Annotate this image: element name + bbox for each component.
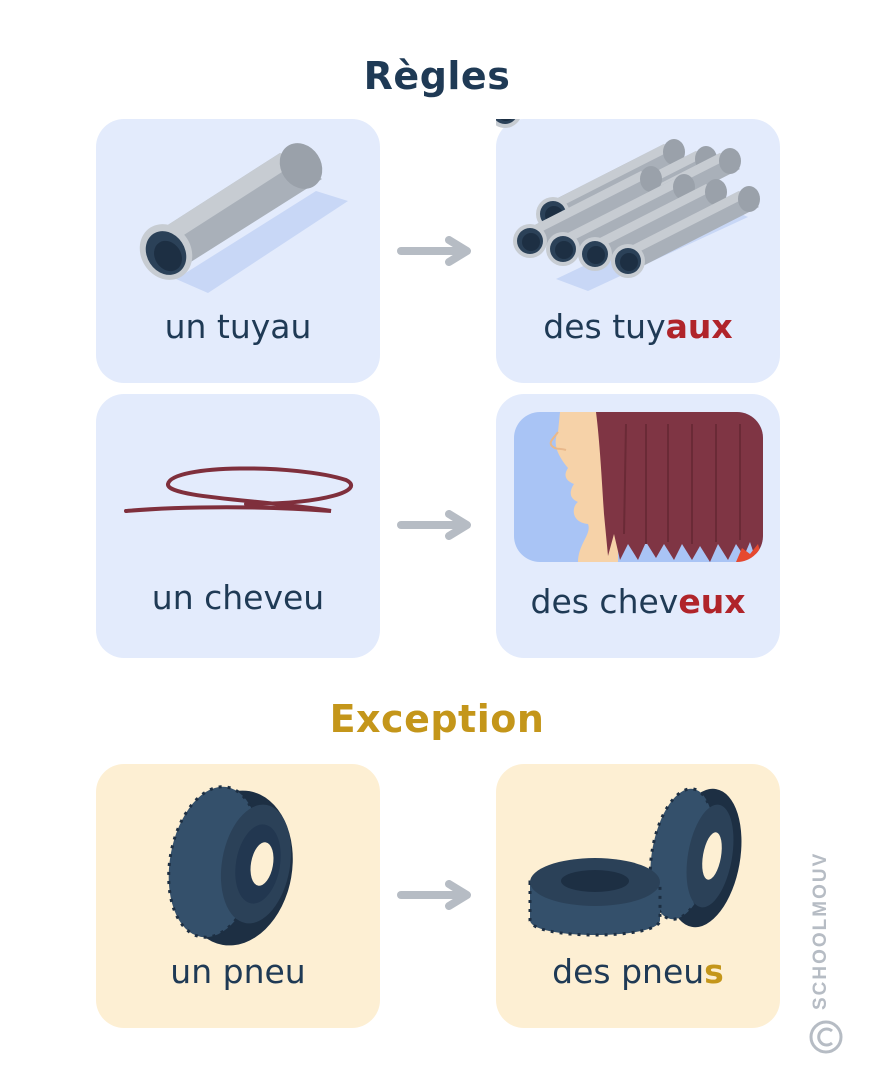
card-plural-tuyaux: des tuyaux (496, 119, 780, 383)
card-singular-cheveu: un cheveu (96, 394, 380, 658)
plural-suffix: eux (678, 582, 746, 621)
singular-label: un tuyau (164, 307, 312, 346)
hair-profile-icon (514, 412, 763, 562)
arrow-icon (397, 236, 471, 266)
brand-text: SCHOOLMOUV (810, 852, 831, 1010)
plural-label: des cheveux (496, 582, 780, 621)
arrow-icon (397, 510, 471, 540)
plural-stem: des pneu (552, 952, 705, 991)
stacked-tires-icon (528, 787, 742, 937)
tire-icon (167, 785, 293, 946)
singular-label: un cheveu (151, 578, 325, 617)
card-plural-pneus: des pneus (496, 764, 780, 1028)
plural-stem: des chev (530, 582, 679, 621)
plural-label: des tuyaux (496, 307, 780, 346)
plural-suffix: s (704, 952, 724, 991)
plural-suffix: aux (665, 307, 733, 346)
exception-heading: Exception (329, 697, 545, 741)
rules-heading: Règles (363, 54, 511, 98)
plural-stem: des tuy (543, 307, 666, 346)
schoolmouv-logo: SCHOOLMOUV (809, 852, 843, 1054)
pipe-icon (139, 143, 348, 293)
card-singular-pneu: un pneu (96, 764, 380, 1028)
arrow-icon (397, 880, 471, 910)
plural-label: des pneus (496, 952, 780, 991)
single-hair-icon (124, 466, 354, 513)
card-singular-tuyau: un tuyau (96, 119, 380, 383)
card-plural-cheveux: des cheveux (496, 394, 780, 658)
singular-label: un pneu (170, 952, 306, 991)
stacked-pipes-icon (496, 119, 760, 291)
